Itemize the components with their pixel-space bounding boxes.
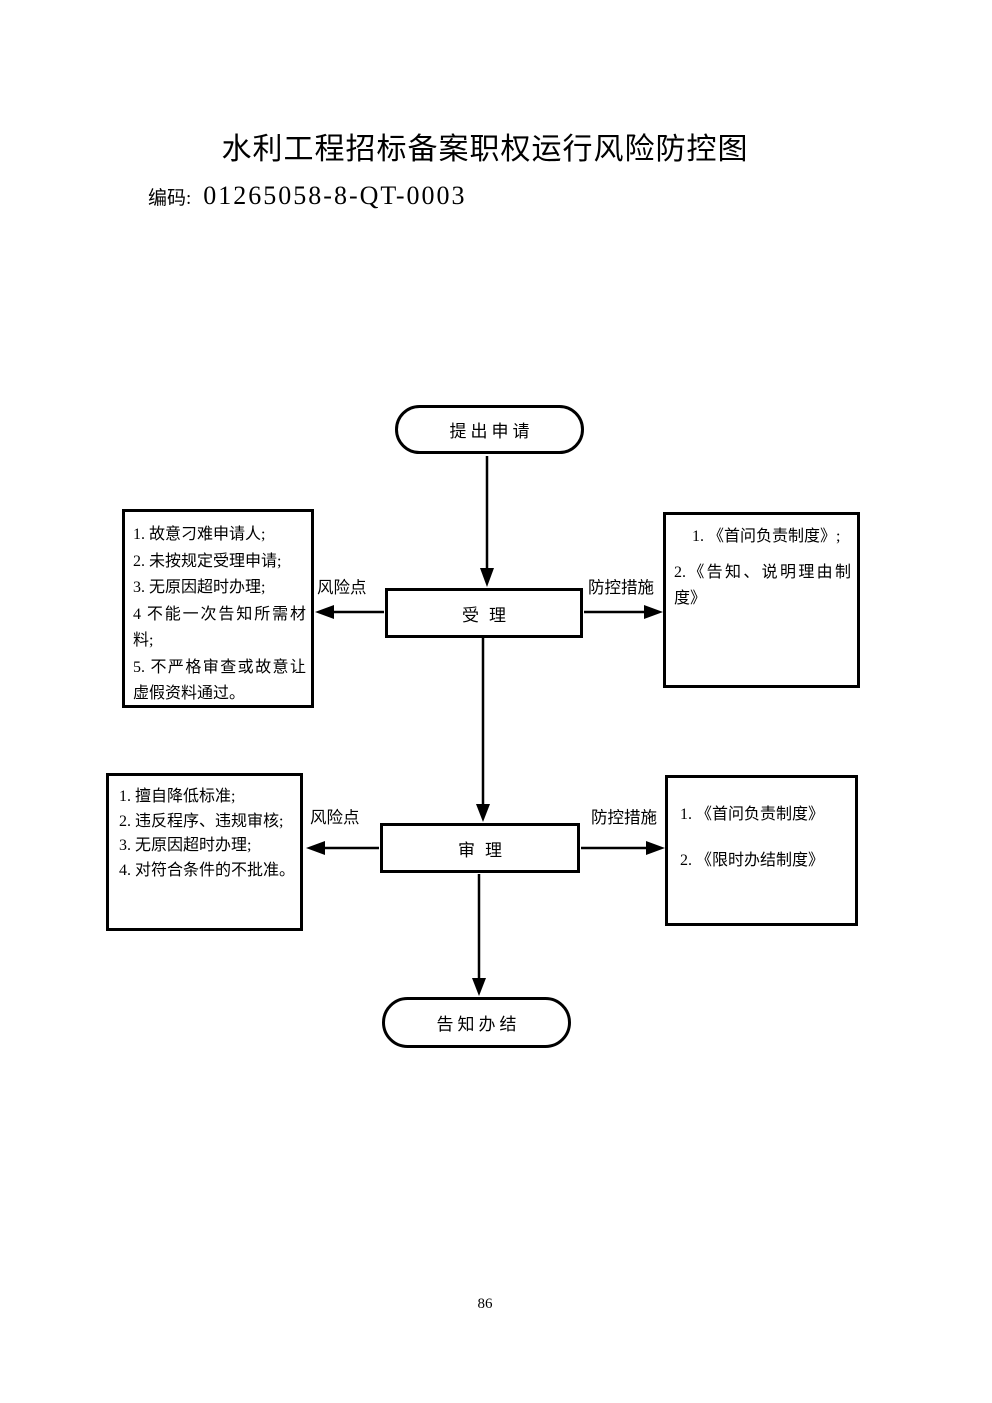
edge-label-control-measure-review: 防控措施 [591, 808, 657, 827]
measure-box-accept: 1. 《首问负责制度》; 2.《告知、说明理由制度》 [663, 512, 860, 688]
arrow-review-to-risk [306, 841, 379, 855]
edge-label-risk-point-accept: 风险点 [317, 578, 367, 597]
measure-box-review: 1. 《首问负责制度》 2. 《限时办结制度》 [665, 775, 858, 926]
arrow-accept-to-review [476, 638, 490, 822]
measure-review-item: 2. 《限时办结制度》 [680, 852, 825, 869]
arrow-start-to-accept [480, 456, 494, 587]
flow-node-accept: 受理 [385, 588, 583, 638]
risk-box-review: 1. 擅自降低标准; 2. 违反程序、违规审核; 3. 无原因超时办理; 4. … [106, 773, 303, 931]
arrow-accept-to-risk [315, 605, 384, 619]
flow-node-start: 提出申请 [395, 405, 584, 454]
code-value: 01265058-8-QT-0003 [203, 181, 467, 210]
risk-accept-item: 3. 无原因超时办理; [133, 579, 266, 596]
measure-accept-item: 1. 《首问负责制度》; [692, 528, 841, 545]
arrow-accept-to-measure [584, 605, 663, 619]
page-title: 水利工程招标备案职权运行风险防控图 [221, 133, 749, 166]
arrow-review-to-end [472, 874, 486, 996]
edge-label-risk-point-review: 风险点 [310, 808, 360, 827]
risk-review-item: 3. 无原因超时办理; [119, 837, 252, 854]
risk-review-item: 4. 对符合条件的不批准。 [119, 861, 296, 879]
risk-accept-item: 1. 故意刁难申请人; [133, 526, 266, 543]
code-label: 编码: [148, 188, 192, 209]
risk-box-accept: 1. 故意刁难申请人; 2. 未按规定受理申请; 3. 无原因超时办理; 4 不… [122, 509, 314, 708]
document-code: 编码: 01265058-8-QT-0003 [148, 181, 467, 211]
arrow-review-to-measure [581, 841, 665, 855]
risk-accept-item: 4 不能一次告知所需材料; [133, 605, 306, 650]
page-number: 86 [477, 1296, 493, 1312]
edge-label-control-measure-accept: 防控措施 [588, 578, 654, 597]
measure-accept-item: 2.《告知、说明理由制度》 [674, 564, 851, 607]
measure-review-item: 1. 《首问负责制度》 [680, 806, 825, 823]
risk-review-item: 2. 违反程序、违规审核; [119, 812, 284, 830]
risk-review-item: 1. 擅自降低标准; [119, 788, 236, 805]
flow-node-review: 审理 [380, 823, 580, 873]
risk-accept-item: 5. 不严格审查或故意让虚假资料通过。 [133, 658, 306, 703]
flow-node-end: 告知办结 [382, 997, 571, 1048]
risk-accept-item: 2. 未按规定受理申请; [133, 552, 282, 570]
